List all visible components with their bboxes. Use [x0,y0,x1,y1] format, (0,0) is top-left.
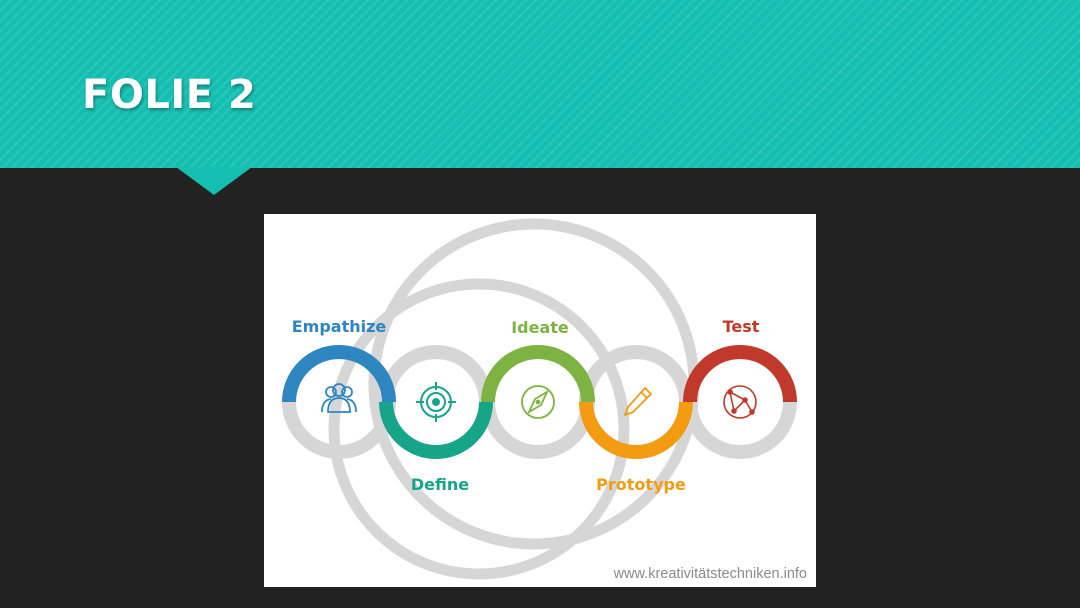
stage-label-test: Test [723,317,760,336]
pencil-icon [624,387,652,416]
target-icon [416,382,456,422]
stage-label-empathize: Empathize [292,317,387,336]
prototype-arc [579,401,693,459]
slide-title: FOLIE 2 [82,72,257,118]
stage-label-define: Define [411,475,469,494]
large-loop-right [368,218,700,550]
compass-icon [521,385,555,419]
banner-notch [176,167,252,195]
globe-icon [723,385,757,419]
large-loop-left [328,278,630,580]
design-thinking-diagram: Empathize Define Ideate Prototype Test w… [282,218,807,582]
title-banner [0,0,1080,168]
stage-label-ideate: Ideate [511,318,569,337]
stage-label-prototype: Prototype [596,475,686,494]
test-arc [683,345,797,403]
ideate-arc [481,345,595,403]
people-icon [321,383,357,413]
define-arc [379,401,493,459]
design-thinking-figure: Empathize Define Ideate Prototype Test w… [264,214,816,587]
watermark-url: www.kreativitätstechniken.info [613,566,807,582]
empathize-arc [282,345,396,403]
